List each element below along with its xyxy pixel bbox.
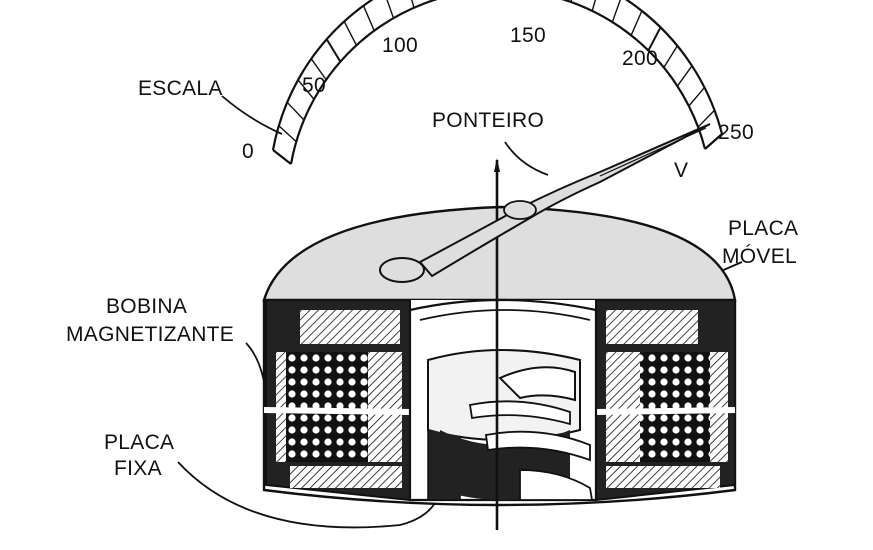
scale-tick (411, 0, 415, 8)
scale-tick (630, 10, 643, 36)
central-cavity (408, 298, 598, 502)
tick-label-0: 0 (242, 140, 254, 163)
scale-tick (663, 45, 678, 68)
tick-label-50: 50 (302, 74, 326, 97)
scale-ticks (278, 0, 716, 143)
coil-right (595, 299, 736, 502)
label-placa-fixa-line2: FIXA (114, 457, 162, 480)
scale-tick (297, 79, 315, 100)
scale-tick (591, 0, 597, 12)
label-ponteiro: PONTEIRO (432, 109, 545, 132)
scale-tick (325, 38, 342, 63)
tick-label-200: 200 (622, 47, 658, 70)
scale-tick (286, 101, 305, 121)
tick-label-100: 100 (382, 34, 418, 57)
scale-tick (343, 21, 358, 46)
label-placa-movel-line1: PLACA (728, 217, 799, 240)
coil-left (263, 299, 411, 502)
scale-tick (697, 109, 716, 128)
ponteiro-leader (504, 141, 549, 176)
escala-leader (221, 95, 283, 135)
scale-tick (611, 0, 621, 23)
tick-label-250: 250 (718, 121, 754, 144)
label-escala: ESCALA (138, 77, 223, 100)
scale-tick (278, 125, 297, 143)
scale-tick (676, 65, 693, 87)
moving-plate (468, 366, 594, 501)
scale-tick (688, 86, 706, 107)
unit-label: V (674, 159, 689, 182)
scale-tick (647, 26, 662, 51)
scale-tick (386, 0, 395, 19)
placa-fixa-leader (177, 461, 443, 529)
label-bobina-line2: MAGNETIZANTE (66, 323, 235, 346)
scale-arc (271, 0, 724, 165)
label-placa-movel-line2: MÓVEL (722, 245, 798, 268)
label-bobina-line1: BOBINA (106, 295, 188, 318)
scale-tick (362, 5, 375, 31)
label-placa-fixa-line1: PLACA (104, 431, 175, 454)
scale-tick (310, 58, 327, 81)
pointer (379, 123, 711, 283)
tick-label-150: 150 (510, 24, 546, 47)
